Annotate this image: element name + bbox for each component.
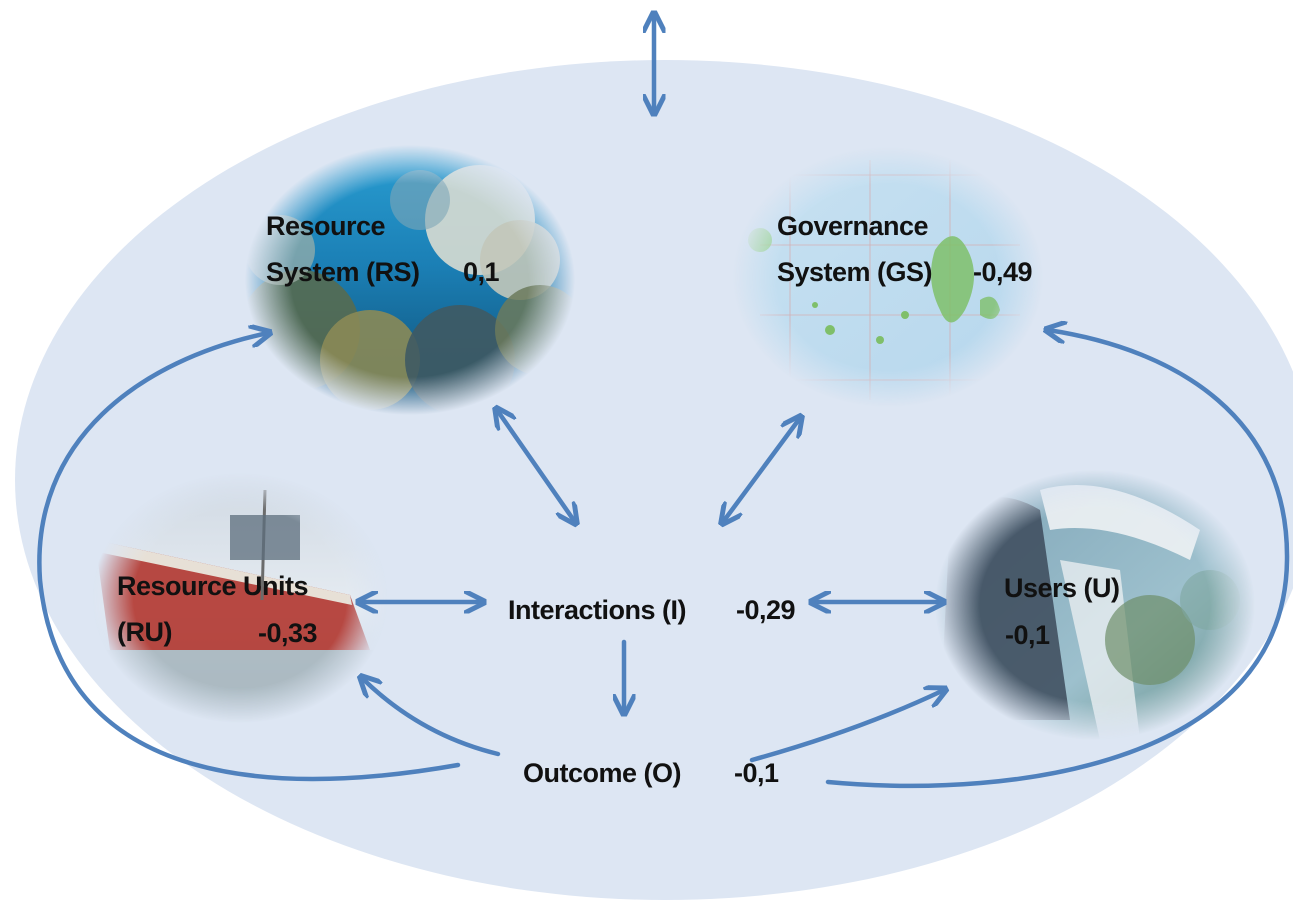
gs-interactions-arrow [723, 418, 800, 522]
resource-system-photo [240, 140, 585, 420]
rs-interactions-arrow [497, 410, 575, 522]
resource-units-photo [90, 470, 390, 725]
outcome-ru-arrow [362, 678, 501, 757]
resource-units-line1: Resource Units [117, 571, 309, 601]
outcome-value: -0,1 [734, 758, 779, 788]
users-photo [935, 470, 1255, 745]
outcome-users-arrow [749, 690, 944, 763]
outcome-rs-loop-arrow [37, 333, 461, 782]
resource-system-value: 0,1 [463, 257, 500, 287]
outcome-label: Outcome (O) [523, 758, 682, 788]
governance-system-map [725, 140, 1055, 415]
resource-system-line2: System (RS) [266, 257, 420, 287]
resource-system-line1: Resource [266, 211, 386, 241]
interactions-label: Interactions (I) [508, 595, 687, 625]
governance-system-value: -0,49 [973, 257, 1033, 287]
outcome-gs-loop-arrow [825, 330, 1290, 789]
users-value: -0,1 [1005, 620, 1050, 650]
resource-units-value: -0,33 [258, 618, 318, 648]
resource-units-label: Resource Units (RU) [117, 563, 309, 655]
resource-units-line2: (RU) [117, 617, 172, 647]
governance-system-line1: Governance [777, 211, 929, 241]
users-label: Users (U) [1004, 573, 1120, 603]
governance-system-label: Governance System (GS) [777, 203, 933, 295]
governance-system-line2: System (GS) [777, 257, 933, 287]
resource-system-label: Resource System (RS) [266, 203, 420, 295]
interactions-value: -0,29 [736, 595, 796, 625]
